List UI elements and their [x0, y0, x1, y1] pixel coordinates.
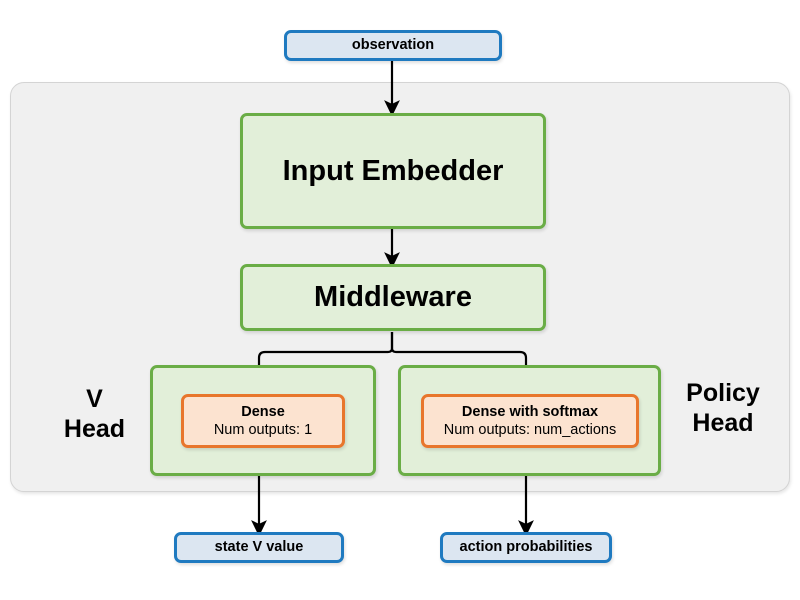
- label-v-head-line2: Head: [63, 414, 126, 443]
- node-v-head-dense-subtitle: Num outputs: 1: [213, 422, 313, 438]
- label-policy-head: Policy Head: [662, 379, 784, 438]
- node-input-embedder-label: Input Embedder: [282, 154, 504, 187]
- group-policy-head[interactable]: Dense with softmax Num outputs: num_acti…: [398, 365, 661, 476]
- node-observation-label: observation: [351, 36, 435, 53]
- node-middleware-label: Middleware: [314, 281, 472, 314]
- node-observation[interactable]: observation: [284, 30, 502, 61]
- node-v-head-dense-title: Dense: [241, 403, 285, 420]
- label-policy-head-line1: Policy: [686, 379, 760, 407]
- node-policy-head-dense[interactable]: Dense with softmax Num outputs: num_acti…: [421, 394, 639, 448]
- node-state-v-value-label: state V value: [214, 538, 304, 555]
- node-policy-head-dense-subtitle: Num outputs: num_actions: [443, 422, 617, 438]
- label-v-head: V Head: [42, 385, 147, 444]
- node-action-probabilities[interactable]: action probabilities: [440, 532, 612, 563]
- node-v-head-dense[interactable]: Dense Num outputs: 1: [181, 394, 345, 448]
- node-state-v-value[interactable]: state V value: [174, 532, 344, 563]
- node-action-probabilities-label: action probabilities: [459, 538, 593, 555]
- label-policy-head-line2: Head: [692, 408, 754, 437]
- group-v-head[interactable]: Dense Num outputs: 1: [150, 365, 376, 476]
- node-middleware[interactable]: Middleware: [240, 264, 546, 331]
- node-policy-head-dense-title: Dense with softmax: [461, 403, 599, 420]
- node-input-embedder[interactable]: Input Embedder: [240, 113, 546, 229]
- label-v-head-line1: V: [86, 385, 103, 413]
